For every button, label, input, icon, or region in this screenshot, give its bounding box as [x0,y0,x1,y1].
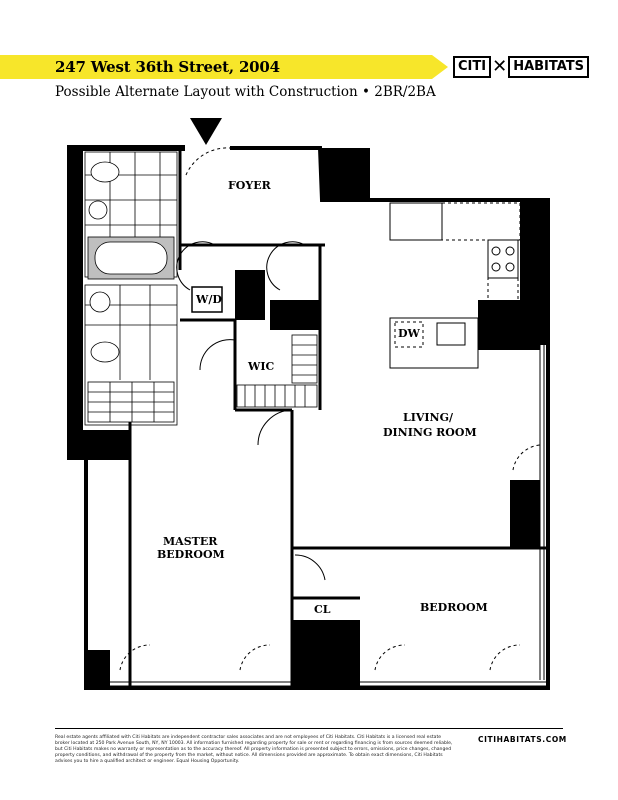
interior-door-swings [176,241,326,581]
washer-dryer-closet [191,286,223,313]
kitchen [389,202,521,369]
label-foyer: FOYER [228,179,272,192]
legal-disclaimer: Real estate agents affiliated with Citi … [55,735,453,764]
label-living-2: DINING ROOM [383,426,477,439]
walk-in-closet-shelving [236,334,318,408]
logo-citi: CITI [453,56,492,78]
footer-divider [55,728,563,729]
logo-habitats: HABITATS [508,56,590,78]
label-wic: WIC [247,360,274,373]
label-dw: DW [398,327,421,340]
website-link[interactable]: CITIHABITATS.COM [478,735,567,744]
entry-arrow-icon [190,118,222,145]
bathroom-2 [84,284,178,426]
citi-habitats-logo: CITI ✕ HABITATS [453,55,590,79]
title-banner [0,55,448,79]
layout-subtitle: Possible Alternate Layout with Construct… [55,84,436,100]
door-swings [119,147,541,671]
logo-x-icon: ✕ [492,56,508,77]
label-living-1: LIVING/ [403,411,454,424]
structural-columns [67,148,548,688]
label-bedroom: BEDROOM [420,601,488,614]
bathroom-1 [84,151,178,280]
label-master-2: BEDROOM [157,548,225,561]
label-wd: W/D [195,293,222,306]
listing-title: 247 West 36th Street, 2004 [55,58,280,76]
label-master-1: MASTER [163,535,218,548]
label-closet: CL [314,603,331,616]
